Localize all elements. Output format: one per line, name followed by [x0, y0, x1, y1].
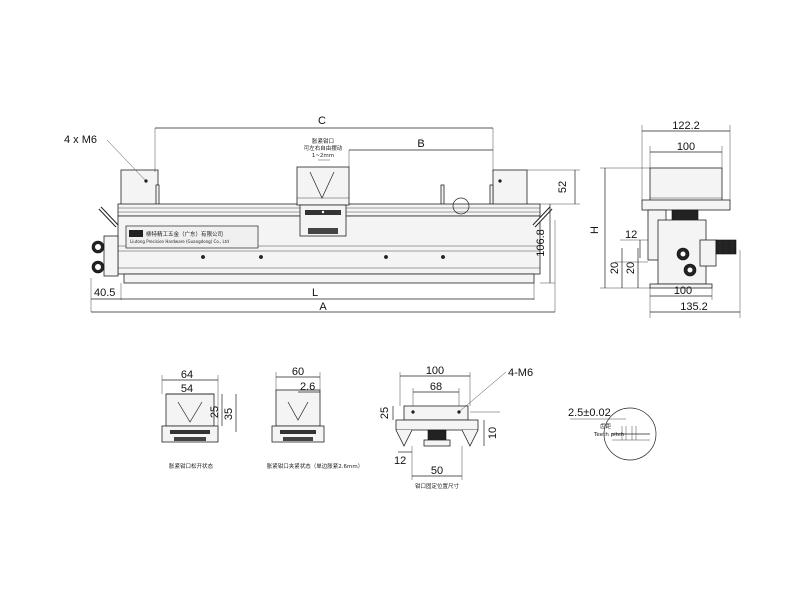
vise-base [123, 273, 535, 284]
jaw-note-3: 1~2mm [312, 153, 334, 159]
detail-open: 64 54 25 35 胀紧钳口松开状态 [161, 369, 237, 470]
nameplate [125, 225, 259, 249]
dim-40-5: 40.5 [94, 287, 115, 299]
tooth-detail-circle [603, 407, 657, 461]
company-cn: 柳特精工五金（广东）有限公司 [146, 230, 223, 238]
dim-tolerance: 2.5±0.02 [568, 407, 611, 419]
detail-position: 100 68 4-M6 25 10 12 50 钳口固定位置尺寸 [379, 365, 533, 490]
right-end-block [492, 169, 528, 208]
dim-64: 64 [181, 369, 193, 381]
dim-4-m6: 4-M6 [508, 367, 533, 379]
holes-label: 4 x M6 [64, 134, 97, 146]
dim-100-bottom: 100 [674, 285, 692, 297]
dim-b: B [417, 138, 424, 150]
adjust-knob [452, 197, 470, 215]
dim-h: H [589, 226, 601, 234]
dim-pos-100: 100 [426, 365, 444, 377]
dim-pos-68: 68 [430, 381, 442, 393]
tooth-label-cn: 齿距 [600, 423, 612, 430]
dim-35: 35 [223, 408, 235, 420]
dim-106-8: 106.8 [535, 229, 547, 257]
detail-tooth-pitch: 2.5±0.02 齿距 Teeth pitch [568, 407, 657, 461]
jaw-note-2: 可左右自由摆动 [304, 144, 343, 152]
brand-logo [129, 230, 143, 237]
dim-pos-50: 50 [431, 465, 443, 477]
m6-hole [498, 179, 502, 183]
caption-clamped: 胀紧钳口夹紧状态（单边胀紧2.6mm） [267, 462, 363, 470]
dim-25: 25 [209, 406, 221, 418]
dim-60: 60 [292, 366, 304, 378]
front-view: 柳特精工五金（广东）有限公司 Liutong Precision Hardwar… [64, 115, 580, 313]
dim-l: L [312, 287, 318, 299]
center-jaw [296, 166, 350, 206]
dim-pos-12: 12 [394, 455, 406, 467]
dim-c: C [318, 115, 326, 127]
caption-position: 钳口固定位置尺寸 [415, 482, 460, 490]
dim-100-top: 100 [677, 141, 695, 153]
detail-clamped: 60 2.6 胀紧钳口夹紧状态（单边胀紧2.6mm） [267, 366, 363, 470]
dim-a: A [319, 301, 327, 313]
dim-pos-10: 10 [487, 427, 499, 439]
tooth-label-en: Teeth pitch [593, 432, 625, 438]
caption-open: 胀紧钳口松开状态 [169, 462, 214, 470]
dim-pos-25: 25 [379, 407, 391, 419]
side-view: 122.2 100 H 12 20 20 100 135.2 [589, 120, 741, 318]
dim-12: 12 [625, 229, 637, 241]
dim-20b: 20 [625, 262, 637, 274]
jaw-note-1: 胀紧钳口 [312, 137, 334, 145]
dim-2-6: 2.6 [300, 381, 315, 393]
side-top-block [649, 167, 723, 205]
dim-20a: 20 [609, 262, 621, 274]
dim-54: 54 [181, 383, 193, 395]
left-end-block [120, 169, 159, 208]
dim-52: 52 [557, 181, 569, 193]
company-en: Liutong Precision Hardware (Guangdong) C… [130, 239, 229, 244]
dim-135-2: 135.2 [680, 301, 708, 313]
dim-122-2: 122.2 [672, 120, 700, 132]
